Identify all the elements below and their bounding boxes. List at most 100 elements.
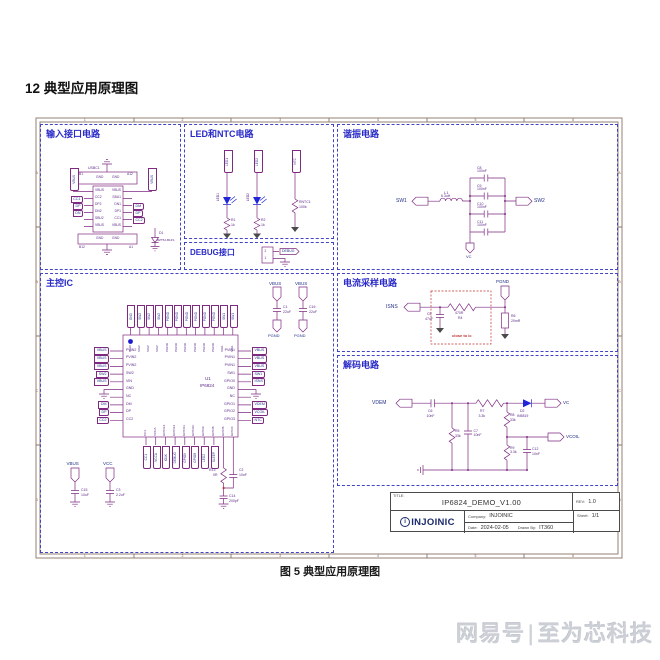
net-flag: PGND — [183, 305, 192, 328]
zone-label: B — [35, 279, 38, 284]
value-label: 200pF — [229, 499, 239, 503]
value-label: 33k — [455, 433, 461, 438]
pin-name: PVIN2 — [126, 355, 137, 360]
net-flag: VBUS — [94, 355, 109, 363]
logo-icon: i — [400, 517, 411, 527]
net-flag: DM — [133, 202, 144, 210]
pin-name: GPIO4 — [230, 426, 235, 436]
section-isense — [337, 273, 618, 352]
pin-label: A12 — [127, 172, 133, 176]
value-label: 10uF — [81, 492, 89, 497]
pin-name: PGND — [183, 343, 188, 352]
watermark-company: 至为芯科技 — [537, 621, 653, 646]
pin-name: CC2 — [126, 416, 134, 421]
section-title-ledntc: LED和NTC电路 — [190, 129, 254, 139]
section-resonant — [337, 124, 618, 270]
net-flag: SW1 — [229, 305, 238, 328]
zone-label: 1 — [83, 117, 86, 122]
net-flag: PGND — [173, 305, 182, 328]
title-label: TITLE: — [393, 494, 405, 498]
value-label: IN5819 — [517, 413, 529, 418]
zone-label: 5 — [474, 117, 477, 122]
net-label: PGND — [294, 333, 306, 338]
date-label: Date: — [468, 525, 478, 531]
ref-des: R13 — [209, 468, 216, 472]
ref-des: R4 — [458, 315, 463, 320]
value-label: 20mR — [511, 318, 521, 323]
net-flag: VBUS — [94, 362, 109, 371]
value-label: 33k — [510, 417, 516, 422]
pin-name: VBUS — [95, 187, 104, 192]
zone-label: C — [35, 388, 39, 393]
page-heading: 12 典型应用原理图 — [25, 81, 139, 96]
net-flag-ntc: NTC — [291, 150, 301, 173]
ref-des: R9 — [510, 445, 515, 450]
net-flag: GND — [127, 305, 136, 328]
pin-name: VBUS — [95, 222, 104, 227]
value-label: 22uF — [309, 309, 317, 314]
net-flag: SW1 — [252, 370, 265, 378]
pin-name: SBU1 — [112, 194, 121, 199]
figure-caption: 图 5 典型应用原理图 — [279, 566, 381, 578]
value-label: 10nF — [426, 413, 435, 418]
pin-name: SW1 — [229, 345, 234, 352]
value-label: 10nF — [532, 451, 540, 456]
net-flag: DEBUG — [171, 446, 180, 469]
ref-des: C2 — [239, 468, 244, 472]
ref-des: R8 — [510, 413, 515, 417]
pin-name: GPIO3 — [224, 416, 235, 421]
value-label: 6.3uH — [441, 194, 451, 198]
net-flag: SW2 — [155, 305, 164, 328]
net-flag: CC1 — [70, 195, 83, 203]
net-flag-vbus: VBUS — [148, 168, 157, 191]
ref-des: C6 — [428, 409, 433, 413]
ref-des: RNTC1 — [299, 200, 311, 204]
net-flag: SW1 — [220, 305, 229, 328]
ref-des: LED2 — [246, 193, 250, 202]
net-flag: VDEM — [252, 401, 268, 409]
net-flag: SW2 — [96, 370, 109, 378]
pin-name: PVIN1 — [224, 355, 235, 360]
pin-name: GND — [126, 386, 134, 391]
value-label: BZT52-B14S — [157, 238, 175, 242]
section-ledntc — [184, 124, 334, 239]
led-ntc-symbols — [223, 171, 299, 239]
pin-name: SW2 — [126, 370, 134, 375]
net-flag: CC1 — [142, 446, 151, 469]
pin-name: DM — [126, 401, 132, 406]
ref-des: R1 — [231, 218, 236, 222]
net-flag: IO1K — [162, 446, 171, 469]
watermark-separator: | — [528, 621, 535, 646]
pin-label: GND — [96, 236, 104, 240]
net-label: SW1 — [396, 198, 407, 204]
zone-label: 3 — [279, 117, 282, 122]
value-label: 22uF — [283, 309, 291, 314]
net-flag: VBUS — [94, 347, 109, 355]
company-value: INJOINIC — [489, 513, 513, 520]
ref-des: C12 — [532, 447, 539, 451]
net-flag: VBUS — [252, 347, 267, 355]
usb-connector-symbol — [73, 159, 160, 255]
net-flag: PGND — [164, 305, 173, 328]
section-title-decode: 解码电路 — [343, 360, 380, 370]
value-label: 1k — [261, 223, 265, 227]
watermark: 网易号|至为芯科技 — [456, 616, 653, 648]
net-flag: SW2 — [136, 305, 145, 328]
section-title-debug: DEBUG接口 — [190, 248, 235, 257]
section-title-resonant: 谐振电路 — [343, 129, 380, 139]
pin-name: DN1 — [114, 201, 121, 206]
net-flag: PGND — [211, 305, 220, 328]
value-label: 47nF — [425, 316, 433, 321]
zone-label: A — [618, 170, 621, 175]
current-sense-symbols — [403, 285, 510, 345]
